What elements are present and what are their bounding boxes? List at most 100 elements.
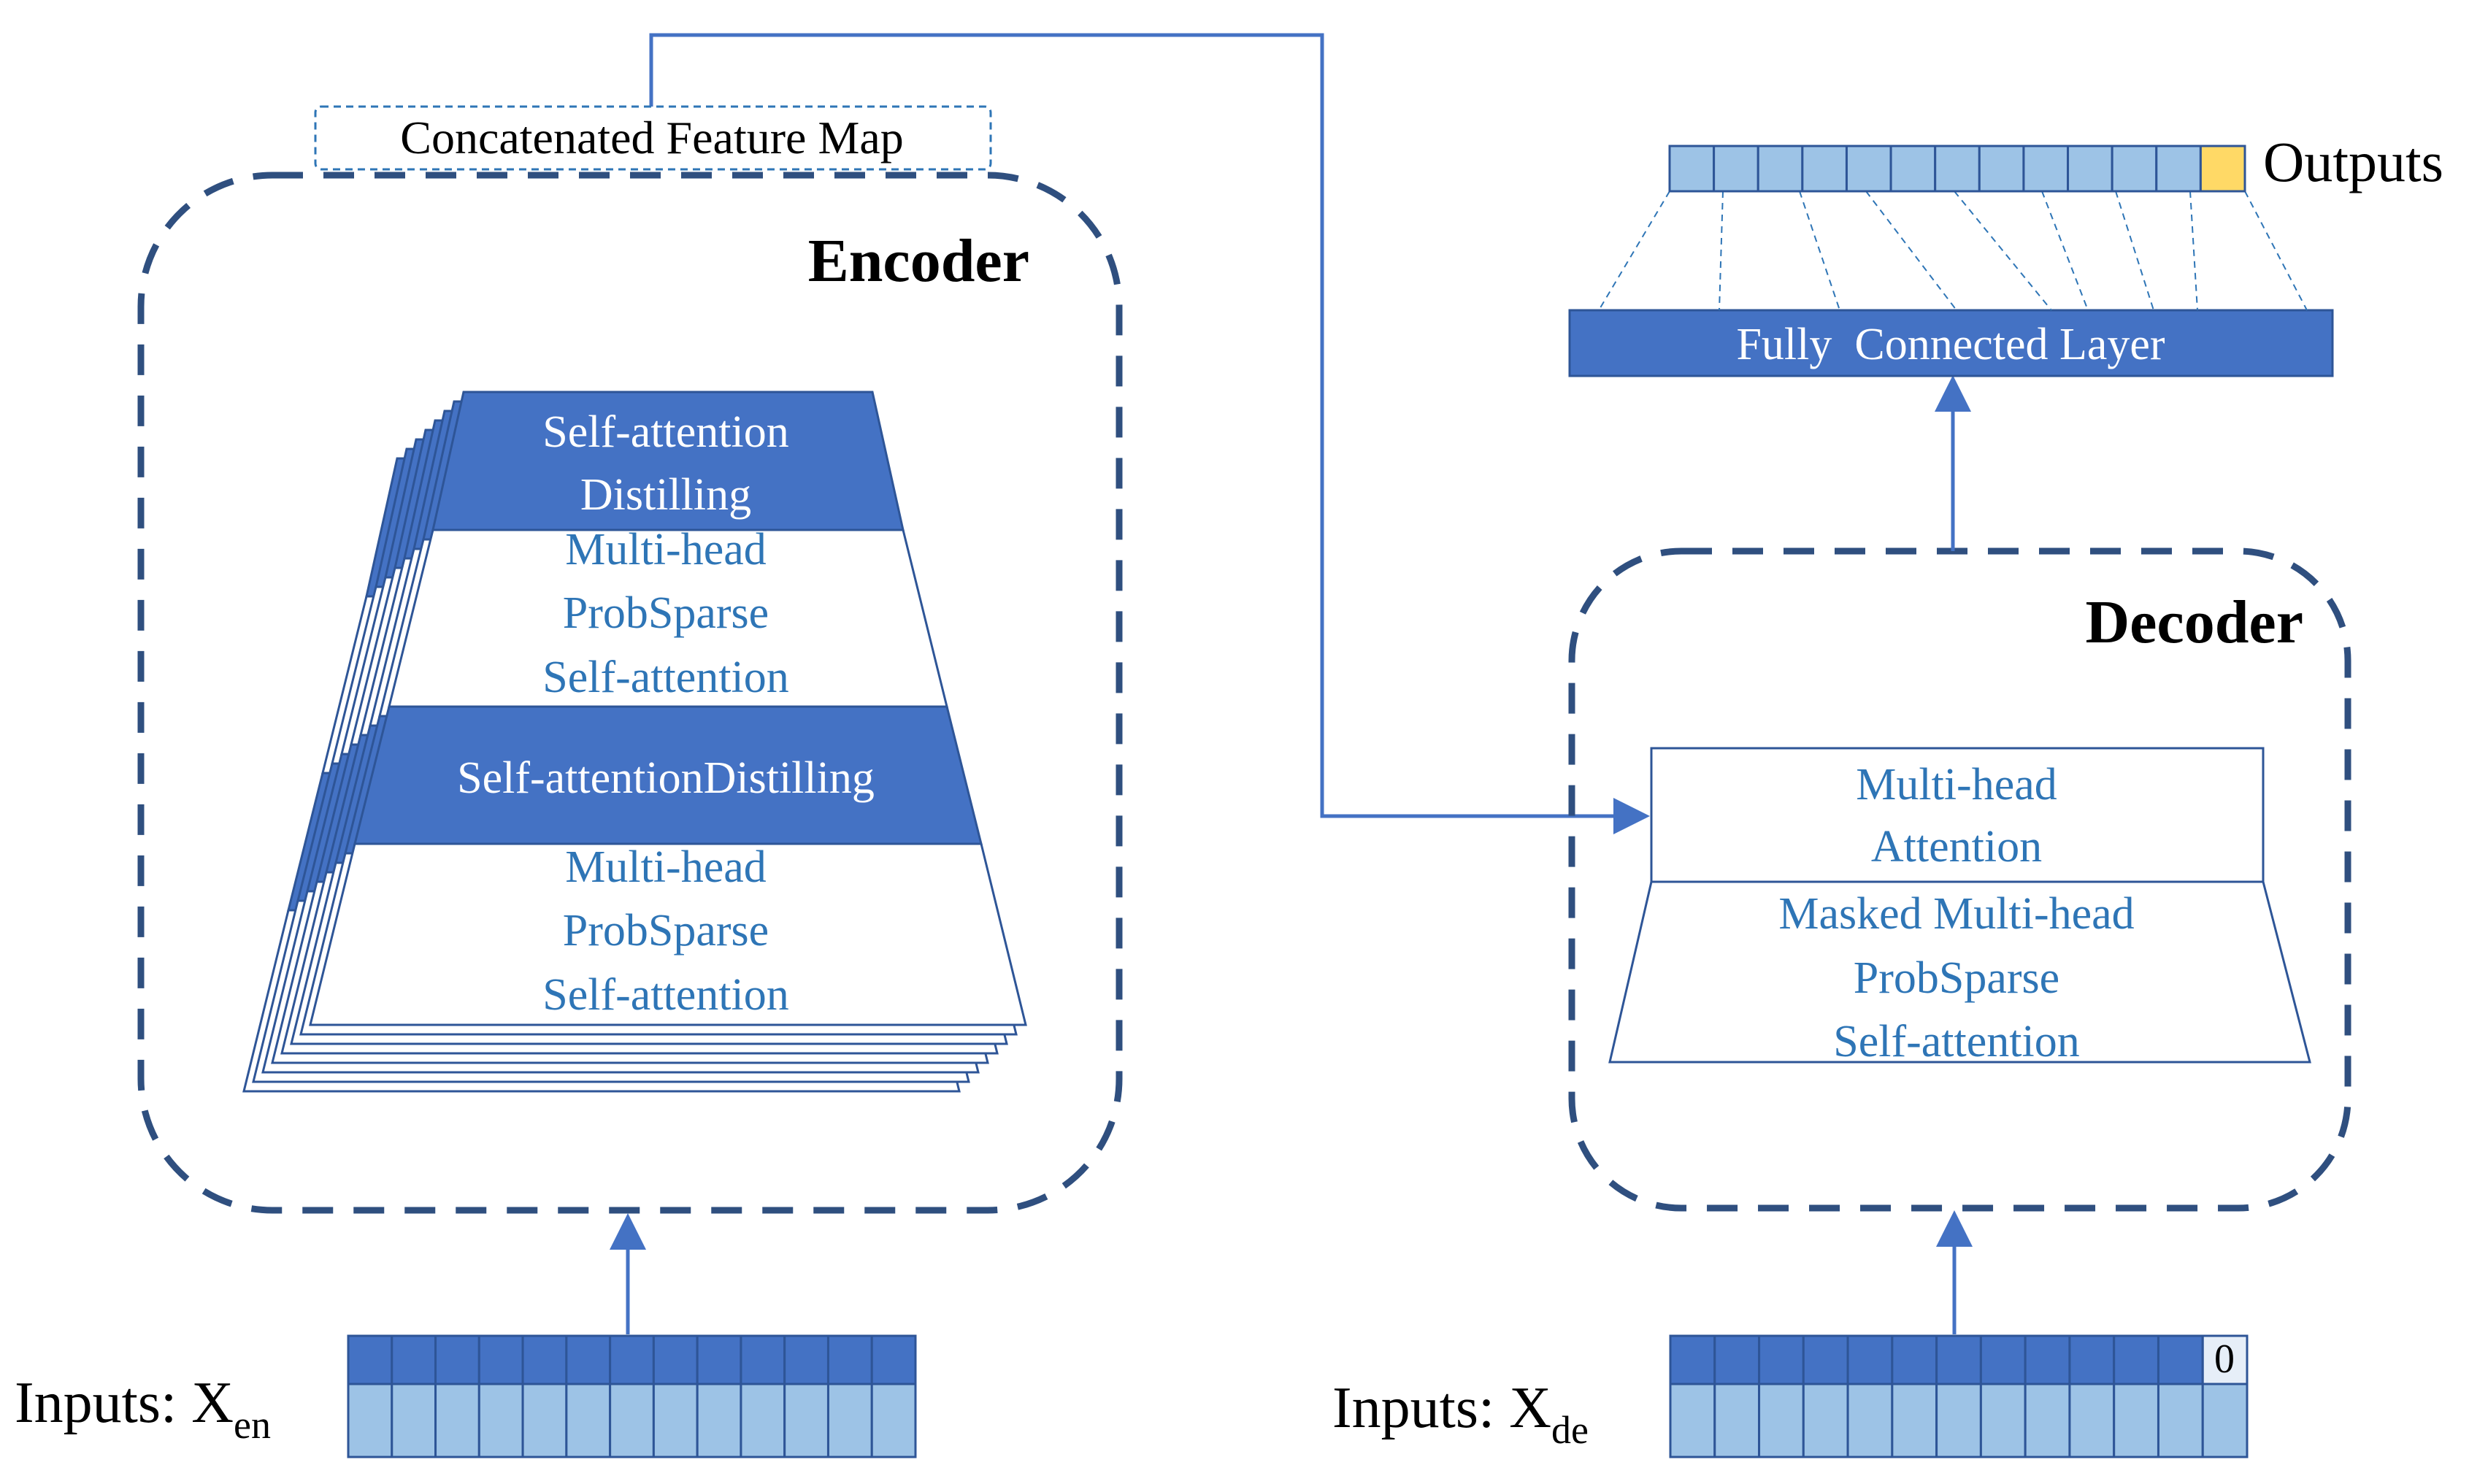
input-bottom-cell bbox=[2113, 1383, 2159, 1458]
input-bottom-cell bbox=[1935, 1383, 1982, 1458]
feature-map-label: Concatenated Feature Map bbox=[400, 112, 904, 164]
encoder-input-grid bbox=[347, 1334, 917, 1458]
input-top-cell bbox=[1846, 1334, 1894, 1385]
fc-output-connectors bbox=[1598, 191, 2308, 311]
input-bottom-cell bbox=[1979, 1383, 2027, 1458]
fc-connector-line bbox=[2244, 191, 2308, 311]
input-bottom-cell bbox=[434, 1383, 480, 1458]
input-top-cell bbox=[477, 1334, 524, 1385]
decoder-masked-line2: ProbSparse bbox=[1854, 953, 2059, 1003]
fc-connector-line bbox=[2115, 191, 2154, 311]
output-cell bbox=[2111, 145, 2158, 193]
encoder-top-distill-line1: Self-attention bbox=[542, 407, 788, 457]
input-top-cell bbox=[1891, 1334, 1938, 1385]
input-top-cell bbox=[1935, 1334, 1982, 1385]
input-top-cell bbox=[2068, 1334, 2116, 1385]
output-cell bbox=[1713, 145, 1759, 193]
inputs-de-zero: 0 bbox=[2214, 1337, 2235, 1382]
output-cell bbox=[1889, 145, 1937, 193]
input-top-cell bbox=[1669, 1334, 1716, 1385]
inputs-en-subscript: en bbox=[234, 1403, 271, 1447]
decoder-input-grid bbox=[1669, 1334, 2249, 1458]
input-bottom-cell bbox=[740, 1383, 786, 1458]
output-cell bbox=[1801, 145, 1848, 193]
input-top-cell bbox=[696, 1334, 742, 1385]
input-bottom-cell bbox=[1891, 1383, 1938, 1458]
output-cell bbox=[1756, 145, 1804, 193]
decoder-masked-line1: Masked Multi-head bbox=[1778, 889, 2134, 939]
decoder-title: Decoder bbox=[2085, 588, 2303, 656]
input-top-cell bbox=[2113, 1334, 2159, 1385]
fc-connector-line bbox=[2189, 191, 2198, 311]
input-top-cell bbox=[740, 1334, 786, 1385]
decoder-attention-line1: Multi-head bbox=[1856, 760, 2057, 810]
input-zero-cell bbox=[2201, 1334, 2249, 1385]
outputs-row bbox=[1668, 145, 2246, 193]
inputs-de-prefix: Inputs: X bbox=[1332, 1376, 1551, 1440]
output-cell bbox=[2155, 145, 2202, 193]
encoder-front-layer: Self-attention Distilling Multi-head Pro… bbox=[309, 391, 1027, 1026]
decoder-attention-box bbox=[1650, 747, 2265, 883]
input-top-cell bbox=[565, 1334, 612, 1385]
input-top-cell bbox=[870, 1334, 917, 1385]
encoder-bottom-attention-line2: ProbSparse bbox=[563, 906, 769, 956]
input-top-cell bbox=[521, 1334, 568, 1385]
encoder-top-attention-line2: ProbSparse bbox=[563, 588, 769, 638]
input-bottom-cell bbox=[696, 1383, 742, 1458]
encoder-bottom-attention-line3: Self-attention bbox=[542, 970, 788, 1020]
encoder-bottom-attention-line1: Multi-head bbox=[565, 842, 767, 892]
input-bottom-cell bbox=[2157, 1383, 2204, 1458]
fc-connector-line bbox=[1954, 191, 2052, 311]
encoder-bottom-attention-band bbox=[309, 842, 1027, 1026]
input-bottom-cell bbox=[652, 1383, 699, 1458]
fc-connector-line bbox=[1799, 191, 1840, 311]
encoder-top-attention-line3: Self-attention bbox=[542, 653, 788, 702]
input-bottom-cell bbox=[347, 1383, 393, 1458]
input-bottom-cell bbox=[2068, 1383, 2116, 1458]
fc-connector-line bbox=[1598, 191, 1670, 311]
output-cell bbox=[1668, 145, 1716, 193]
decoder-masked-attention-trapezoid bbox=[1608, 880, 2311, 1064]
fc-connector-line bbox=[2041, 191, 2089, 311]
inputs-en-prefix: Inputs: X bbox=[15, 1371, 234, 1435]
output-cell bbox=[1978, 145, 2025, 193]
outputs-label: Outputs bbox=[2263, 130, 2443, 193]
input-bottom-cell bbox=[521, 1383, 568, 1458]
input-top-cell bbox=[1979, 1334, 2027, 1385]
output-cell bbox=[2067, 145, 2113, 193]
input-top-cell bbox=[1758, 1334, 1805, 1385]
encoder-title: Encoder bbox=[808, 227, 1029, 295]
output-cell bbox=[1934, 145, 1981, 193]
input-bottom-cell bbox=[870, 1383, 917, 1458]
output-cell bbox=[1845, 145, 1892, 193]
input-top-cell bbox=[1802, 1334, 1849, 1385]
decoder-masked-line3: Self-attention bbox=[1833, 1017, 2079, 1066]
input-bottom-cell bbox=[2024, 1383, 2071, 1458]
input-top-cell bbox=[1713, 1334, 1761, 1385]
input-bottom-cell bbox=[2201, 1383, 2249, 1458]
input-bottom-cell bbox=[1758, 1383, 1805, 1458]
input-top-cell bbox=[826, 1334, 873, 1385]
fc-layer-bar bbox=[1568, 309, 2334, 377]
input-top-cell bbox=[609, 1334, 655, 1385]
input-bottom-cell bbox=[391, 1383, 437, 1458]
encoder-to-decoder-connector bbox=[649, 33, 1650, 834]
feature-map-box bbox=[314, 105, 992, 171]
input-bottom-cell bbox=[783, 1383, 829, 1458]
input-top-cell bbox=[347, 1334, 393, 1385]
input-bottom-cell bbox=[826, 1383, 873, 1458]
input-bottom-cell bbox=[477, 1383, 524, 1458]
fc-connector-line bbox=[1865, 191, 1957, 311]
output-cell bbox=[2022, 145, 2070, 193]
input-bottom-cell bbox=[1669, 1383, 1716, 1458]
input-top-cell bbox=[2024, 1334, 2071, 1385]
output-cell-highlight bbox=[2199, 145, 2246, 193]
inputs-de-label: Inputs: Xde bbox=[1332, 1376, 1589, 1452]
input-bottom-cell bbox=[1713, 1383, 1761, 1458]
input-bottom-cell bbox=[1802, 1383, 1849, 1458]
encoder-top-distill-line2: Distilling bbox=[580, 470, 751, 520]
input-top-cell bbox=[2157, 1334, 2204, 1385]
input-bottom-cell bbox=[1846, 1383, 1894, 1458]
fc-connector-line bbox=[1719, 191, 1724, 311]
